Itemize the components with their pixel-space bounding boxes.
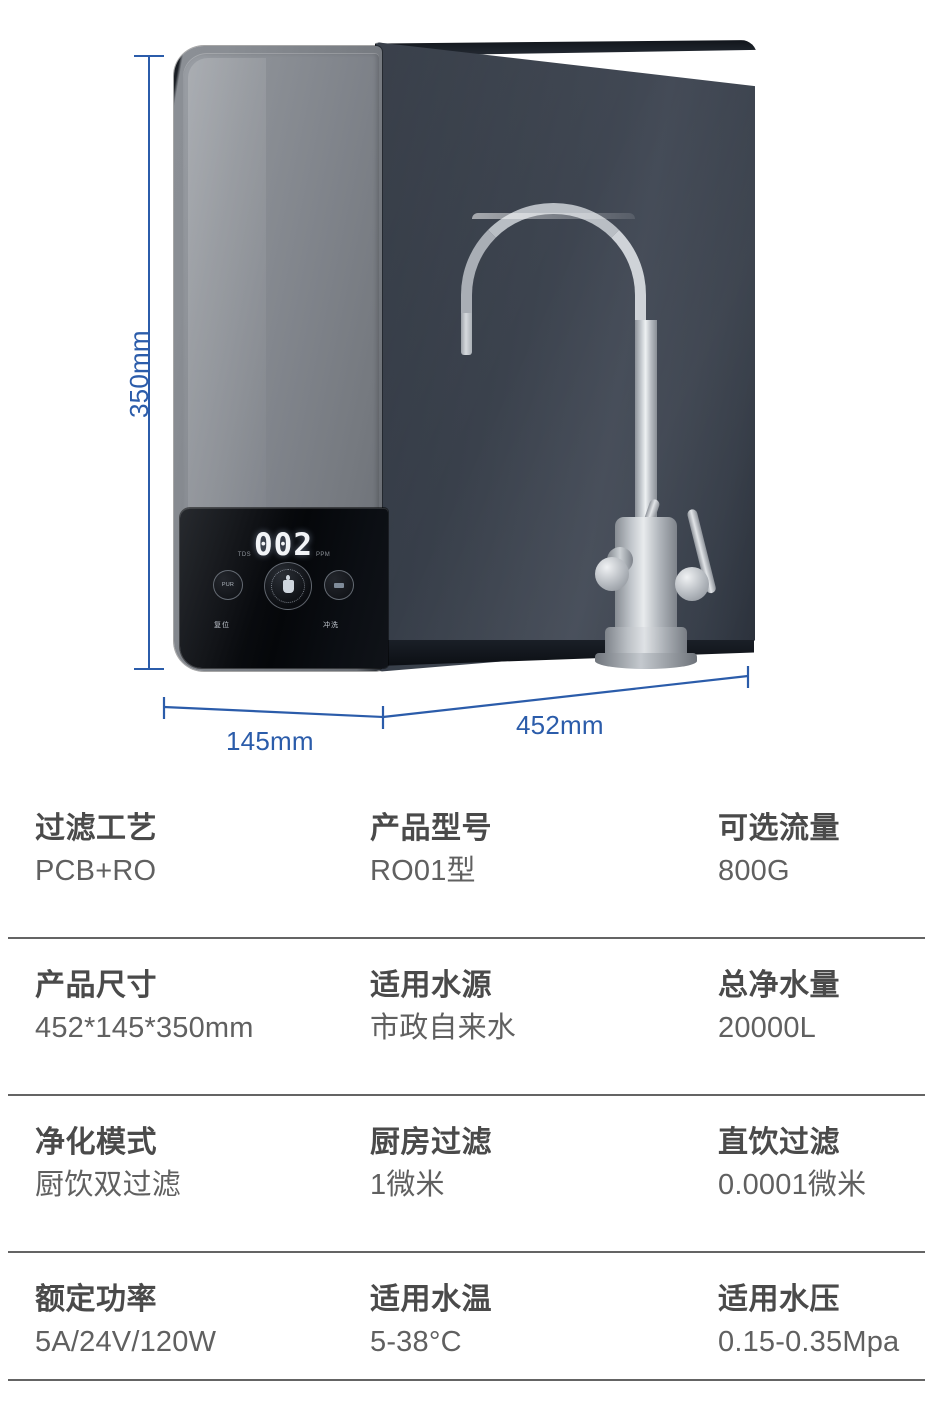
spec-key: 产品型号: [370, 812, 492, 845]
spec-cell: 产品型号 RO01型: [370, 812, 492, 887]
spec-row: 净化模式 厨饮双过滤 厨房过滤 1微米 直饮过滤 0.0001微米: [0, 1096, 933, 1253]
height-dimension-line: [148, 56, 150, 670]
width-dimension-label: 452mm: [516, 710, 604, 740]
depth-dimension-label: 145mm: [226, 726, 314, 756]
spec-separator: [8, 1379, 925, 1381]
faucet-hub-left: [595, 557, 629, 591]
spec-separator: [8, 1251, 925, 1253]
spec-cell: 厨房过滤 1微米: [370, 1126, 492, 1201]
control-panel: TDS 002 PPM PUR 复位 冲洗: [180, 508, 388, 668]
spec-value: 0.0001微米: [718, 1168, 867, 1201]
spec-key: 过滤工艺: [35, 812, 157, 845]
faucet-hub-right: [675, 567, 709, 601]
spec-cell: 总净水量 20000L: [718, 969, 840, 1044]
spec-cell: 适用水温 5-38°C: [370, 1283, 492, 1358]
spec-value: 1微米: [370, 1168, 445, 1201]
spec-value: 厨饮双过滤: [35, 1168, 182, 1201]
reset-button[interactable]: PUR: [213, 570, 243, 600]
spec-key: 适用水温: [370, 1283, 492, 1316]
spec-separator: [8, 1094, 925, 1096]
spec-value: 800G: [718, 854, 790, 887]
height-dimension-label: 350mm: [124, 330, 154, 418]
reset-icon: PUR: [221, 582, 235, 588]
spec-cell: 直饮过滤 0.0001微米: [718, 1126, 866, 1201]
spec-value: 20000L: [718, 1011, 816, 1044]
spec-row: 过滤工艺 PCB+RO 产品型号 RO01型 可选流量 800G: [0, 782, 933, 939]
flush-button-label: 冲洗: [323, 622, 339, 629]
spec-cell: 额定功率 5A/24V/120W: [35, 1283, 216, 1358]
badge-ring: [271, 569, 305, 603]
height-dimension-cap-bottom: [134, 668, 164, 670]
spec-key: 产品尺寸: [35, 969, 157, 1002]
faucet-foot: [595, 653, 697, 669]
tds-value: 002: [254, 527, 313, 563]
faucet-spout: [461, 313, 472, 355]
spec-cell: 适用水源 市政自来水: [370, 969, 516, 1044]
spec-row: 产品尺寸 452*145*350mm 适用水源 市政自来水 总净水量 20000…: [0, 939, 933, 1096]
faucet-column: [635, 320, 657, 525]
tds-display: TDS 002 PPM: [180, 530, 388, 561]
spec-key: 适用水压: [718, 1283, 840, 1316]
spec-value: 5A/24V/120W: [35, 1325, 217, 1358]
spec-value: 0.15-0.35Mpa: [718, 1325, 900, 1358]
water-cup-icon: [282, 574, 294, 593]
spec-key: 总净水量: [718, 969, 840, 1002]
faucet-arc: [461, 203, 646, 333]
spec-cell: 适用水压 0.15-0.35Mpa: [718, 1283, 899, 1358]
spec-cell: 过滤工艺 PCB+RO: [35, 812, 157, 887]
spec-cell: 产品尺寸 452*145*350mm: [35, 969, 254, 1044]
spec-key: 可选流量: [718, 812, 840, 845]
spec-separator: [8, 937, 925, 939]
reset-button-label: 复位: [214, 622, 230, 629]
spec-row: 额定功率 5A/24V/120W 适用水温 5-38°C 适用水压 0.15-0…: [0, 1253, 933, 1410]
tds-unit-left: TDS: [237, 552, 251, 558]
spec-key: 直饮过滤: [718, 1126, 840, 1159]
spec-value: 市政自来水: [370, 1011, 517, 1044]
flush-button[interactable]: [324, 570, 354, 600]
spec-key: 额定功率: [35, 1283, 157, 1316]
spec-table: 过滤工艺 PCB+RO 产品型号 RO01型 可选流量 800G 产品尺寸 45…: [0, 782, 933, 1410]
faucet: [445, 195, 765, 735]
spec-value: 452*145*350mm: [35, 1011, 254, 1044]
spec-cell: 可选流量 800G: [718, 812, 840, 887]
tds-unit-right: PPM: [316, 552, 331, 558]
spec-cell: 净化模式 厨饮双过滤: [35, 1126, 181, 1201]
spec-key: 适用水源: [370, 969, 492, 1002]
spec-value: RO01型: [370, 854, 476, 887]
spec-value: PCB+RO: [35, 854, 157, 887]
water-badge: [264, 562, 312, 610]
flush-icon: [334, 582, 344, 588]
spec-key: 厨房过滤: [370, 1126, 492, 1159]
spec-value: 5-38°C: [370, 1325, 462, 1358]
product-hero-image: TDS 002 PPM PUR 复位 冲洗: [124, 40, 765, 756]
height-dimension-cap-top: [134, 55, 164, 57]
touch-button-row: PUR: [180, 562, 388, 616]
spec-key: 净化模式: [35, 1126, 157, 1159]
